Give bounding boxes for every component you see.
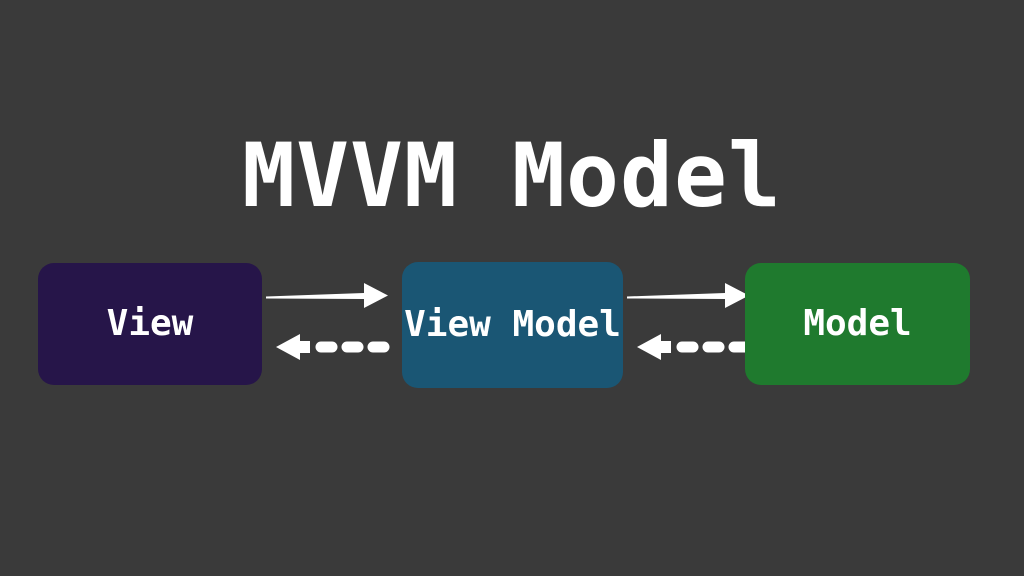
connector-group-viewmodel-model: [625, 275, 765, 375]
node-model-label: Model: [803, 303, 912, 344]
arrow-viewmodel-to-view-dashed: [276, 334, 390, 360]
node-view-model[interactable]: View Model: [402, 262, 623, 388]
node-view-label: View: [106, 303, 194, 344]
arrow-model-to-viewmodel-dashed: [637, 334, 751, 360]
node-view-model-label: View Model: [404, 304, 621, 345]
arrow-view-to-viewmodel-solid: [266, 283, 388, 308]
node-view[interactable]: View: [38, 263, 262, 385]
page-title: MVVM Model: [242, 124, 782, 227]
arrow-viewmodel-to-model-solid: [627, 283, 749, 308]
node-model[interactable]: Model: [745, 263, 970, 385]
connector-group-view-viewmodel: [264, 275, 404, 375]
